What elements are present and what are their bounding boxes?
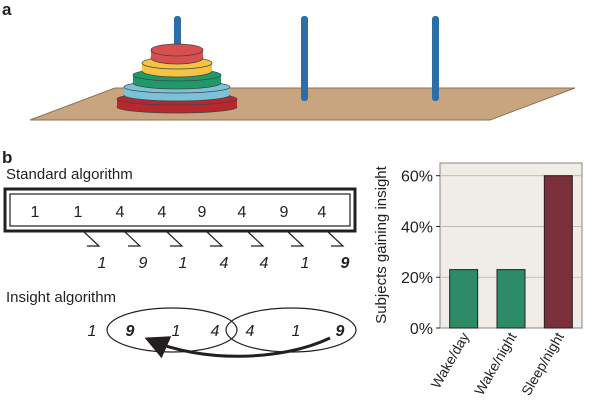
standard-arrow [246, 230, 265, 247]
standard-top-number: 9 [280, 204, 289, 221]
standard-arrow [165, 230, 184, 247]
standard-arrow [123, 230, 142, 247]
insight-right-number: 1 [292, 323, 301, 340]
standard-bottom-number: 1 [98, 255, 107, 272]
peg-1 [174, 16, 181, 48]
standard-bottom-number: 9 [341, 255, 350, 272]
bar [496, 269, 526, 329]
standard-top-number: 1 [31, 204, 40, 221]
tower-of-hanoi-illustration [29, 16, 576, 121]
peg-3 [432, 16, 439, 101]
y-tick-label: 0% [410, 321, 433, 338]
standard-bottom-number: 9 [139, 255, 148, 272]
y-axis-label: Subjects gaining insight [373, 165, 390, 323]
insight-left-ellipse [106, 307, 238, 353]
standard-top-number: 9 [198, 204, 207, 221]
bar [449, 269, 479, 329]
standard-arrow [205, 230, 224, 247]
insight-right-number: 9 [336, 323, 345, 340]
standard-bottom-number: 1 [179, 255, 188, 272]
standard-bottom-number: 4 [260, 255, 269, 272]
insight-left-number: 9 [126, 323, 135, 340]
y-tick-label: 60% [401, 169, 433, 186]
x-tick-label: Sleep/night [518, 329, 567, 398]
peg-2 [301, 16, 308, 101]
standard-top-number: 4 [158, 204, 167, 221]
standard-bottom-number: 1 [301, 255, 310, 272]
panel-b-label: b [2, 148, 13, 167]
insight-left-number: 4 [211, 323, 220, 340]
insight-left-number: 1 [172, 323, 181, 340]
standard-arrow [82, 230, 101, 247]
disk [150, 43, 204, 65]
y-tick-label: 40% [401, 219, 433, 236]
panel-a-label: a [2, 0, 12, 19]
x-tick-label: Wake/day [428, 329, 473, 390]
standard-algorithm-title: Standard algorithm [6, 166, 133, 183]
standard-arrow [326, 230, 345, 247]
bar [543, 175, 573, 329]
standard-top-number: 4 [238, 204, 247, 221]
standard-outer-box [3, 187, 357, 233]
insight-arrow [144, 336, 331, 359]
standard-top-number: 4 [318, 204, 327, 221]
standard-inner-box [9, 193, 351, 227]
standard-top-number: 1 [74, 204, 83, 221]
y-tick-label: 20% [401, 270, 433, 287]
insight-right-number: 4 [246, 323, 255, 340]
insight-left-number: 1 [88, 323, 97, 340]
standard-arrow [286, 230, 305, 247]
insight-algorithm-title: Insight algorithm [6, 289, 117, 306]
x-tick-label: Wake/night [471, 329, 520, 397]
standard-top-number: 4 [116, 204, 125, 221]
standard-bottom-number: 4 [220, 255, 229, 272]
